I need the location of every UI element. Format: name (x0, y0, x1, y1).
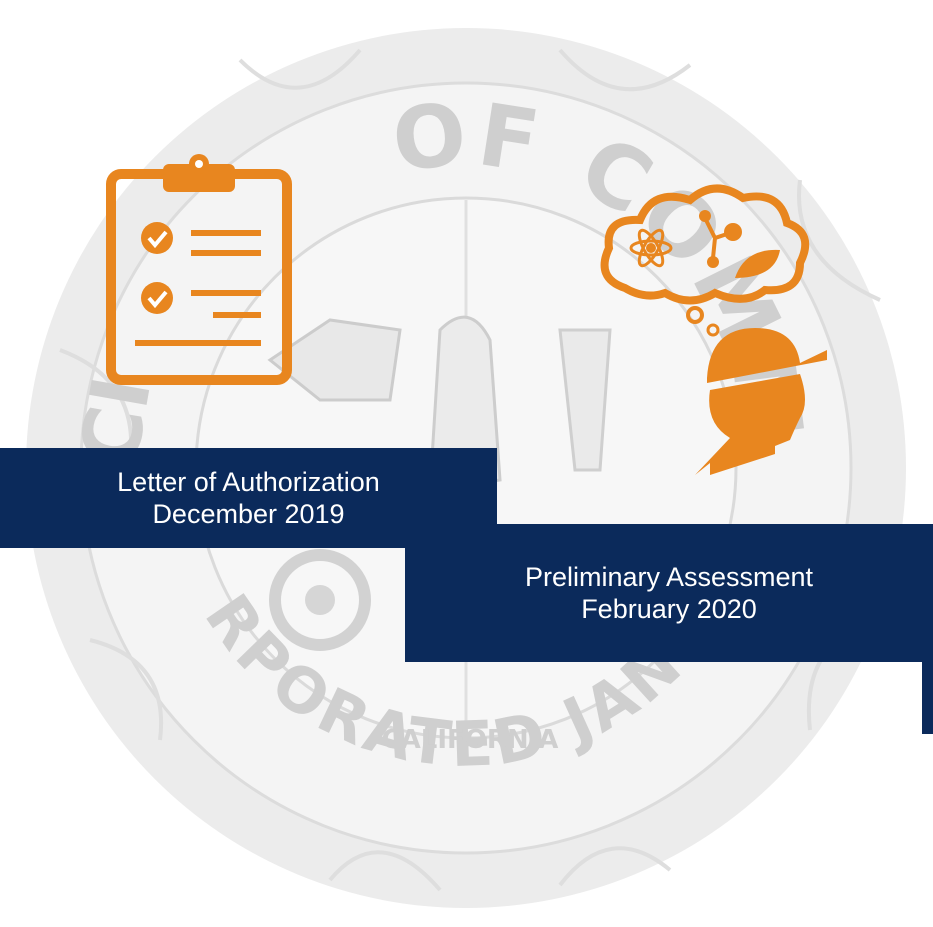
step-banner-preliminary-assessment: Preliminary Assessment February 2020 (405, 524, 933, 662)
banner-tail (922, 662, 933, 734)
clipboard-checklist-icon (105, 152, 293, 388)
step-title: Preliminary Assessment (524, 562, 814, 592)
step-date: February 2020 (581, 594, 757, 624)
step-date: December 2019 (152, 499, 345, 529)
seal-center-text: CALIFORNIA (382, 725, 559, 755)
step-title: Letter of Authorization (117, 467, 380, 497)
thinking-worker-icon (595, 178, 830, 475)
